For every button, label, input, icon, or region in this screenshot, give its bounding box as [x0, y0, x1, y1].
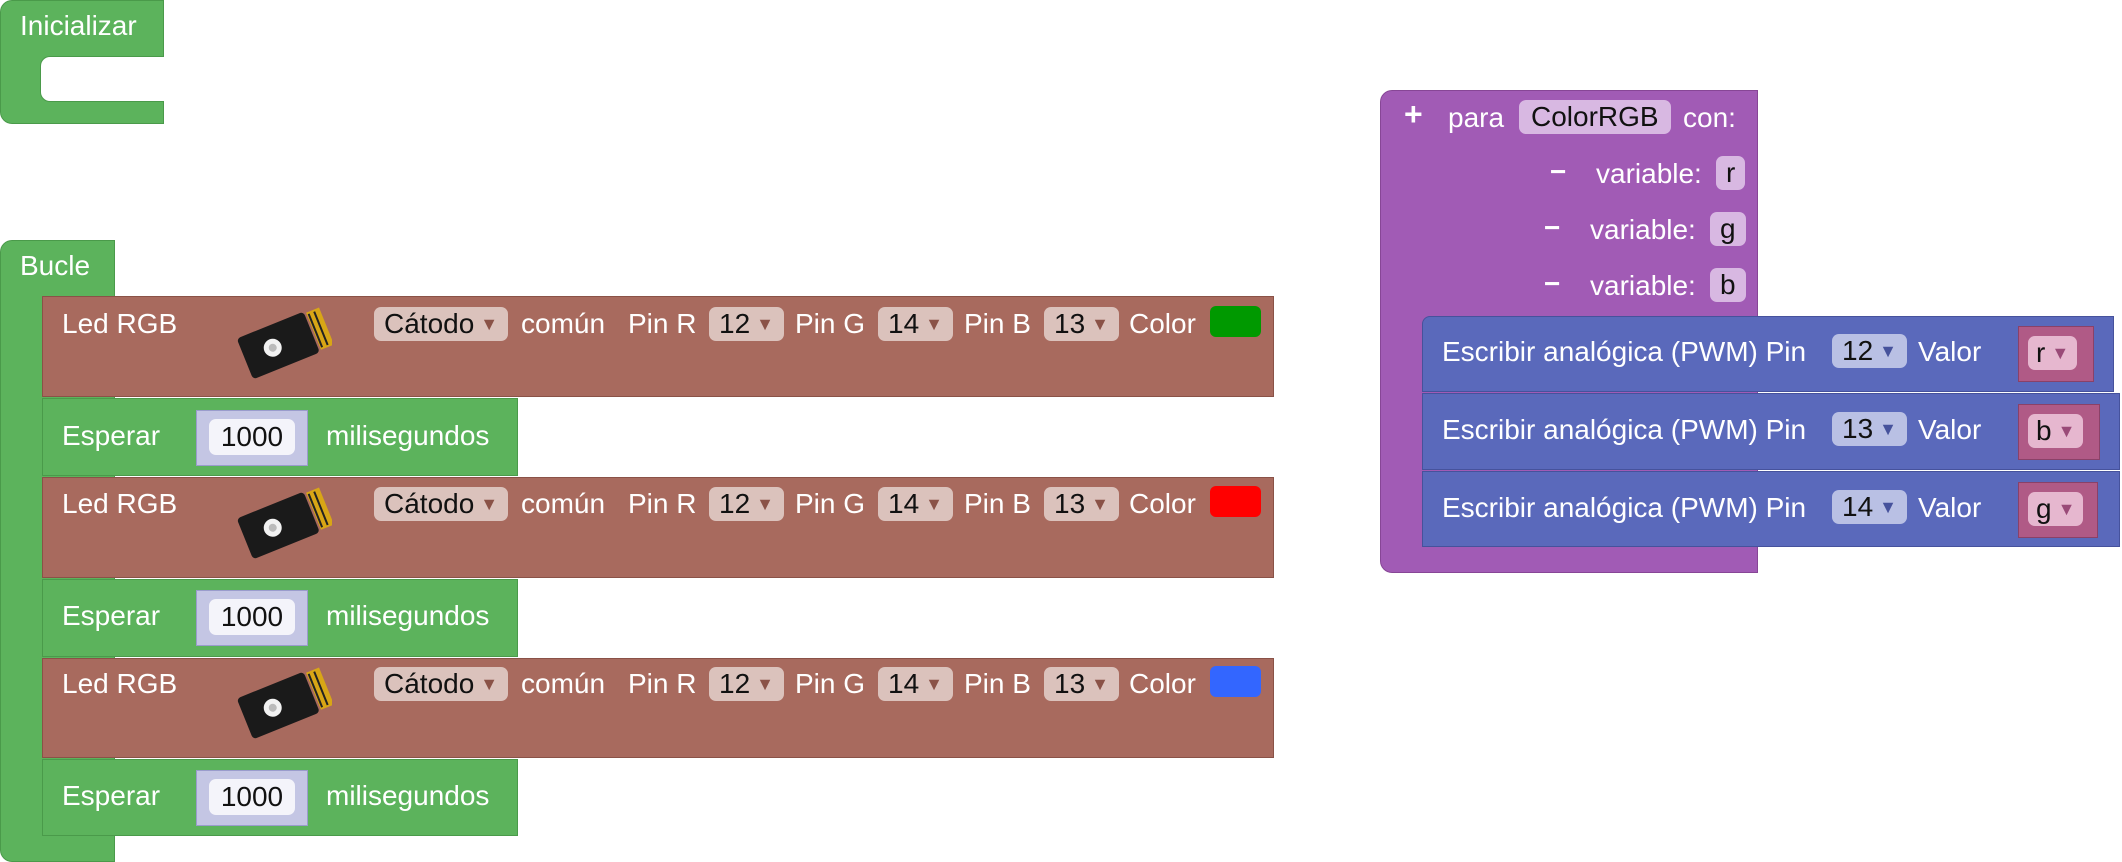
- pwm-value-label: Valor: [1918, 336, 1982, 367]
- common-label: común: [521, 488, 606, 519]
- pin-g-label: Pin G: [795, 488, 866, 519]
- pin-b-dropdown[interactable]: 13▼: [1044, 667, 1119, 701]
- param-name-field[interactable]: g: [1710, 212, 1746, 246]
- pwm-value-label: Valor: [1918, 492, 1982, 523]
- color-label: Color: [1129, 668, 1196, 699]
- pwm-pin-dropdown[interactable]: 12▼: [1832, 334, 1907, 368]
- pwm-write-block[interactable]: [1422, 316, 2114, 392]
- pin-g-dropdown[interactable]: 14▼: [878, 667, 953, 701]
- wait-label: Esperar: [62, 600, 161, 631]
- dropdown-arrow-icon: ▼: [480, 494, 499, 514]
- pin-g-label: Pin G: [795, 668, 866, 699]
- dropdown-arrow-icon: ▼: [1091, 314, 1109, 334]
- dropdown-arrow-icon: ▼: [1879, 497, 1897, 517]
- pwm-value-label: Valor: [1918, 414, 1982, 445]
- plus-icon[interactable]: +: [1404, 96, 1423, 132]
- pin-r-label: Pin R: [628, 668, 697, 699]
- pin-b-label: Pin B: [964, 488, 1031, 519]
- dropdown-arrow-icon: ▼: [756, 674, 774, 694]
- led-rgb-label: Led RGB: [62, 308, 178, 339]
- function-name-field[interactable]: ColorRGB: [1519, 100, 1671, 134]
- color-swatch[interactable]: [1210, 486, 1261, 517]
- dropdown-arrow-icon: ▼: [1091, 494, 1109, 514]
- dropdown-arrow-icon: ▼: [2051, 343, 2070, 363]
- dropdown-arrow-icon: ▼: [925, 314, 943, 334]
- pin-b-dropdown[interactable]: 13▼: [1044, 307, 1119, 341]
- function-suffix-label: con:: [1683, 102, 1736, 133]
- dropdown-arrow-icon: ▼: [2057, 421, 2076, 441]
- dropdown-arrow-icon: ▼: [1879, 419, 1897, 439]
- minus-icon[interactable]: −: [1550, 156, 1567, 187]
- wait-ms-input[interactable]: 1000: [209, 599, 295, 635]
- color-swatch[interactable]: [1210, 306, 1261, 337]
- param-label: variable:: [1590, 270, 1696, 301]
- color-label: Color: [1129, 308, 1196, 339]
- pwm-label: Escribir analógica (PWM) Pin: [1442, 336, 1807, 367]
- param-label: variable:: [1596, 158, 1702, 189]
- dropdown-arrow-icon: ▼: [756, 494, 774, 514]
- rgb-led-module-icon: [237, 667, 332, 739]
- pin-r-dropdown[interactable]: 12▼: [709, 307, 784, 341]
- dropdown-arrow-icon: ▼: [925, 674, 943, 694]
- led-rgb-label: Led RGB: [62, 488, 178, 519]
- wait-ms-input[interactable]: 1000: [209, 779, 295, 815]
- dropdown-arrow-icon: ▼: [1091, 674, 1109, 694]
- pin-g-dropdown[interactable]: 14▼: [878, 487, 953, 521]
- led-mode-dropdown[interactable]: Cátodo▼: [374, 487, 509, 521]
- pwm-write-block[interactable]: [1422, 471, 2120, 547]
- wait-unit-label: milisegundos: [326, 600, 490, 631]
- dropdown-arrow-icon: ▼: [925, 494, 943, 514]
- pwm-write-block[interactable]: [1422, 393, 2120, 470]
- param-name-field[interactable]: b: [1710, 268, 1746, 302]
- wait-label: Esperar: [62, 420, 161, 451]
- dropdown-arrow-icon: ▼: [480, 314, 499, 334]
- dropdown-arrow-icon: ▼: [756, 314, 774, 334]
- dropdown-arrow-icon: ▼: [2057, 499, 2076, 519]
- param-name-field[interactable]: r: [1716, 156, 1746, 190]
- pin-b-dropdown[interactable]: 13▼: [1044, 487, 1119, 521]
- pwm-pin-dropdown[interactable]: 14▼: [1832, 490, 1907, 524]
- variable-dropdown[interactable]: g▼: [2028, 492, 2084, 526]
- dropdown-arrow-icon: ▼: [480, 674, 499, 694]
- pin-r-dropdown[interactable]: 12▼: [709, 667, 784, 701]
- pin-r-label: Pin R: [628, 308, 697, 339]
- init-block-label: Inicializar: [20, 10, 137, 41]
- pin-g-dropdown[interactable]: 14▼: [878, 307, 953, 341]
- pin-r-label: Pin R: [628, 488, 697, 519]
- variable-dropdown[interactable]: r▼: [2028, 336, 2078, 370]
- common-label: común: [521, 668, 606, 699]
- color-label: Color: [1129, 488, 1196, 519]
- rgb-led-module-icon: [237, 307, 332, 379]
- pin-b-label: Pin B: [964, 308, 1031, 339]
- minus-icon[interactable]: −: [1544, 212, 1561, 243]
- pin-g-label: Pin G: [795, 308, 866, 339]
- wait-unit-label: milisegundos: [326, 780, 490, 811]
- pin-b-label: Pin B: [964, 668, 1031, 699]
- wait-label: Esperar: [62, 780, 161, 811]
- rgb-led-module-icon: [237, 487, 332, 559]
- wait-ms-input[interactable]: 1000: [209, 419, 295, 455]
- led-rgb-label: Led RGB: [62, 668, 178, 699]
- dropdown-arrow-icon: ▼: [1879, 341, 1897, 361]
- param-label: variable:: [1590, 214, 1696, 245]
- wait-unit-label: milisegundos: [326, 420, 490, 451]
- color-swatch[interactable]: [1210, 666, 1261, 697]
- loop-block-label: Bucle: [20, 250, 91, 281]
- pin-r-dropdown[interactable]: 12▼: [709, 487, 784, 521]
- pwm-pin-dropdown[interactable]: 13▼: [1832, 412, 1907, 446]
- function-prefix-label: para: [1448, 102, 1505, 133]
- variable-dropdown[interactable]: b▼: [2028, 414, 2084, 448]
- led-mode-dropdown[interactable]: Cátodo▼: [374, 667, 509, 701]
- common-label: común: [521, 308, 606, 339]
- pwm-label: Escribir analógica (PWM) Pin: [1442, 414, 1807, 445]
- pwm-label: Escribir analógica (PWM) Pin: [1442, 492, 1807, 523]
- led-mode-dropdown[interactable]: Cátodo▼: [374, 307, 509, 341]
- init-block-mouth: [40, 56, 164, 102]
- minus-icon[interactable]: −: [1544, 268, 1561, 299]
